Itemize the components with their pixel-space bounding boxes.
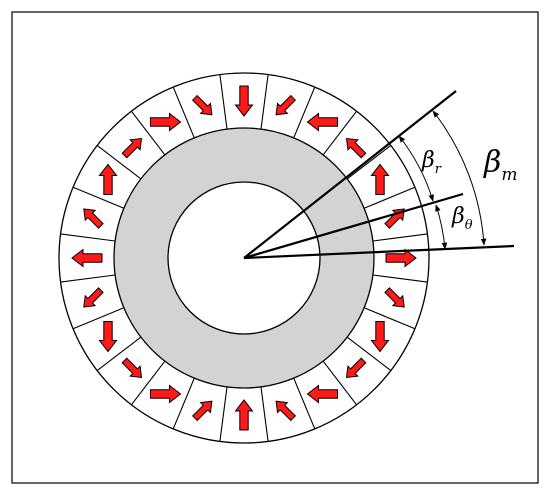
- radial-line-lower: [243, 244, 515, 260]
- beta-theta-arc: [435, 204, 448, 250]
- magnetization-arrow: [385, 248, 417, 268]
- segment-divider: [60, 274, 116, 283]
- segment-divider: [96, 336, 142, 372]
- magnetization-arrow: [370, 321, 390, 353]
- segment-divider: [260, 386, 269, 442]
- magnetization-arrow: [275, 400, 297, 422]
- segment-divider: [96, 144, 142, 180]
- magnetization-arrow: [345, 137, 367, 159]
- segment-divider: [130, 360, 166, 406]
- segment-divider: [346, 144, 392, 180]
- magnetization-arrow: [150, 112, 182, 132]
- magnetization-arrow: [83, 287, 104, 308]
- magnetization-arrow: [150, 384, 182, 404]
- segment-divider: [372, 233, 428, 242]
- magnetization-arrow: [121, 357, 143, 379]
- segment-divider: [346, 336, 392, 372]
- magnetization-arrow: [234, 85, 254, 117]
- magnetization-arrow: [83, 208, 104, 229]
- segment-divider: [293, 377, 316, 430]
- beta-m-arc: [432, 110, 487, 246]
- magnetization-arrow: [71, 248, 103, 268]
- magnetization-arrow: [191, 94, 213, 116]
- segment-divider: [72, 186, 125, 209]
- magnetization-arrow: [275, 94, 297, 116]
- magnetization-arrow: [98, 321, 118, 353]
- magnetization-arrow: [191, 400, 213, 422]
- beta-r-label: βr: [421, 148, 442, 177]
- segment-divider: [322, 110, 358, 156]
- beta-m-label: βm: [483, 145, 517, 185]
- segment-divider: [172, 377, 195, 430]
- magnetization-arrows: [71, 85, 417, 431]
- magnetization-arrow: [121, 137, 143, 159]
- segment-divider: [372, 274, 428, 283]
- radial-line-middle: [243, 192, 464, 260]
- segment-divider: [60, 233, 116, 242]
- segment-divider: [72, 307, 125, 330]
- magnetization-arrow: [306, 384, 338, 404]
- magnet-segments: [60, 74, 428, 442]
- magnetization-arrow: [234, 399, 254, 431]
- beta-theta-label: βθ: [451, 204, 473, 233]
- segment-divider: [219, 386, 228, 442]
- segment-divider: [219, 74, 228, 130]
- magnetization-arrow: [370, 163, 390, 195]
- radial-line-upper: [243, 90, 457, 259]
- segment-divider: [172, 86, 195, 139]
- beta-r-arc: [398, 135, 434, 202]
- magnetization-arrow: [345, 357, 367, 379]
- segment-divider: [363, 307, 416, 330]
- magnetization-arrow: [306, 112, 338, 132]
- segment-divider: [130, 110, 166, 156]
- magnetization-arrow: [384, 287, 405, 308]
- magnetization-arrow: [98, 163, 118, 195]
- segment-divider: [322, 360, 358, 406]
- segment-divider: [293, 86, 316, 139]
- segment-divider: [260, 74, 269, 130]
